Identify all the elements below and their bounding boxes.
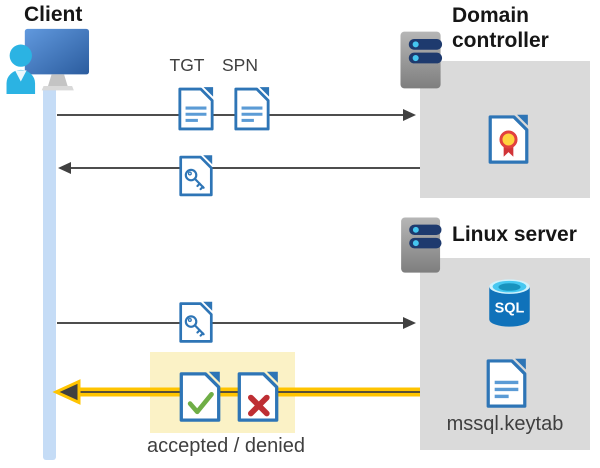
keytab-label: mssql.keytab [446, 413, 564, 435]
arrow-client-to-linux [57, 317, 416, 329]
spn-document-icon [234, 87, 270, 131]
sql-label: SQL [495, 301, 525, 317]
domain-controller-server-icon [400, 31, 443, 89]
certificate-document-icon [488, 114, 529, 164]
check-icon [187, 391, 214, 415]
client-workstation-icon [6, 28, 90, 94]
person-icon [6, 44, 36, 94]
key-document-icon [179, 155, 213, 197]
denied-document-icon [237, 371, 279, 422]
tgt-label: TGT [169, 55, 205, 75]
domain-controller-label: Domain controller [452, 4, 549, 52]
spn-label: SPN [222, 55, 258, 75]
monitor-icon [24, 28, 90, 75]
arrow-dc-to-client [58, 162, 420, 174]
x-icon [247, 394, 270, 417]
linux-server-icon [401, 217, 442, 273]
linux-server-label: Linux server [452, 223, 577, 246]
monitor-base [41, 85, 74, 91]
monitor-stand [48, 74, 68, 86]
tgt-document-icon [178, 87, 214, 131]
client-timeline-bar [43, 89, 56, 460]
client-label: Client [24, 3, 83, 26]
accepted-document-icon [179, 371, 221, 422]
result-label: accepted / denied [147, 435, 305, 457]
keytab-document-icon [486, 358, 527, 408]
sql-database-icon: SQL [489, 279, 530, 327]
key-document-icon [179, 301, 213, 343]
